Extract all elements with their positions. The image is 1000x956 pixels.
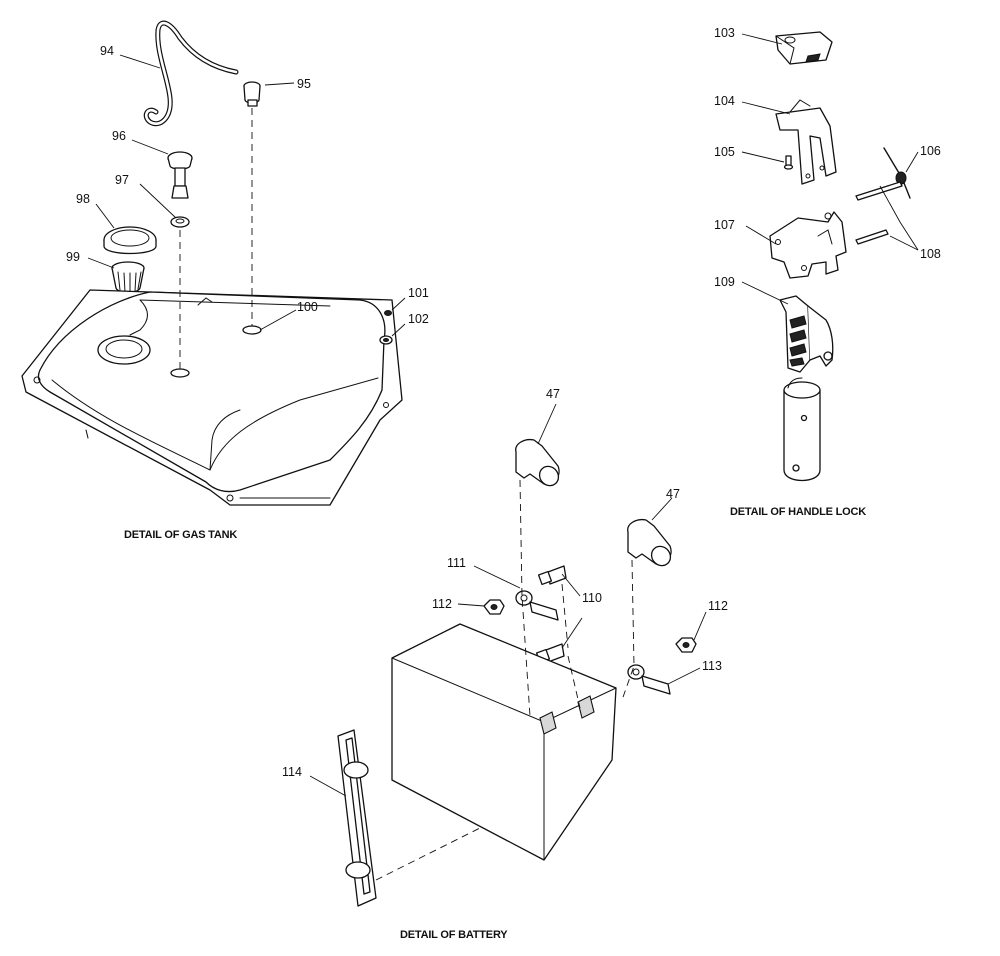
callout-47-right: 47 — [666, 487, 680, 501]
callout-109: 109 — [714, 275, 735, 289]
callout-103: 103 — [714, 26, 735, 40]
screw-105 — [783, 155, 794, 170]
callout-108: 108 — [920, 247, 941, 261]
callout-112-right: 112 — [708, 599, 728, 613]
nut-102 — [379, 335, 393, 345]
cable-lug-113 — [627, 664, 671, 695]
callout-104: 104 — [714, 94, 735, 108]
callout-112-left: 112 — [432, 597, 452, 611]
fuel-strainer-99 — [111, 261, 145, 294]
callout-94: 94 — [100, 44, 114, 58]
fuel-gauge-96 — [167, 151, 193, 199]
callout-107: 107 — [714, 218, 735, 232]
caption-handle-lock: DETAIL OF HANDLE LOCK — [730, 506, 866, 518]
callout-114: 114 — [282, 765, 302, 779]
handle-tube — [783, 377, 821, 482]
screw-101 — [384, 310, 392, 316]
nut-112-left — [483, 599, 505, 615]
handle-latch-109 — [779, 295, 834, 373]
battery-strap-114 — [337, 729, 377, 907]
cable-lug-111 — [515, 590, 559, 621]
spring-106 — [883, 147, 911, 199]
callout-98: 98 — [76, 192, 90, 206]
callout-106: 106 — [920, 144, 941, 158]
terminal-cover-47-right — [627, 518, 672, 567]
callout-97: 97 — [115, 173, 129, 187]
callout-101: 101 — [408, 286, 429, 300]
nut-112-right — [675, 637, 697, 653]
pins-108 — [855, 181, 903, 245]
callout-99: 99 — [66, 250, 80, 264]
gas-tank-group: 94 95 96 97 98 99 100 101 102 DETAIL OF … — [21, 20, 429, 541]
callout-111: 111 — [447, 556, 466, 570]
fuel-cap-98 — [103, 226, 157, 255]
callout-102: 102 — [408, 312, 429, 326]
gas-tank-100 — [21, 289, 403, 506]
caption-gas-tank: DETAIL OF GAS TANK — [124, 529, 237, 541]
fuel-hose-94 — [143, 20, 239, 127]
callout-96: 96 — [112, 129, 126, 143]
gasket-97 — [170, 216, 190, 228]
grommet-95 — [243, 81, 261, 107]
caption-battery: DETAIL OF BATTERY — [400, 929, 508, 941]
callout-110: 110 — [582, 591, 602, 605]
lock-cap-103 — [775, 31, 833, 65]
callout-95: 95 — [297, 77, 311, 91]
lock-bracket-104 — [775, 99, 837, 185]
callout-105: 105 — [714, 145, 735, 159]
terminal-cover-47-left — [515, 438, 560, 487]
handle-lock-group: 103 104 105 106 107 108 109 DETAIL OF HA… — [714, 26, 941, 518]
battery-group: 47 47 111 110 112 112 113 114 DETAIL OF … — [282, 387, 728, 941]
latch-plate-107 — [769, 211, 847, 279]
bolt-110-upper — [537, 565, 567, 586]
callout-113: 113 — [702, 659, 722, 673]
battery-box — [391, 623, 617, 861]
callout-100: 100 — [297, 300, 318, 314]
callout-47-left: 47 — [546, 387, 560, 401]
